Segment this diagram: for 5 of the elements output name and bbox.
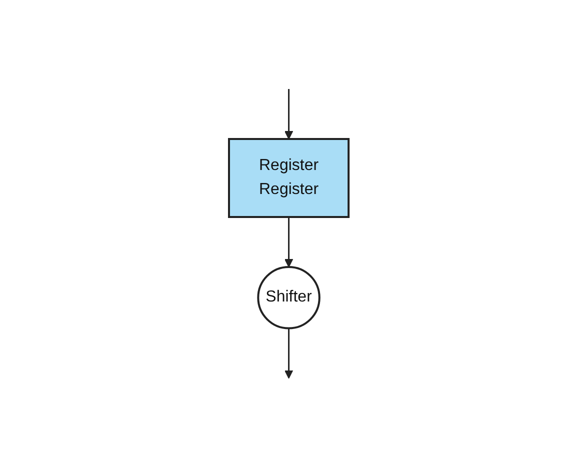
node-box: Register Register — [228, 138, 350, 218]
arrow — [284, 217, 294, 268]
arrow — [284, 89, 294, 140]
arrow — [284, 328, 294, 380]
node-circle: Shifter — [257, 266, 321, 330]
